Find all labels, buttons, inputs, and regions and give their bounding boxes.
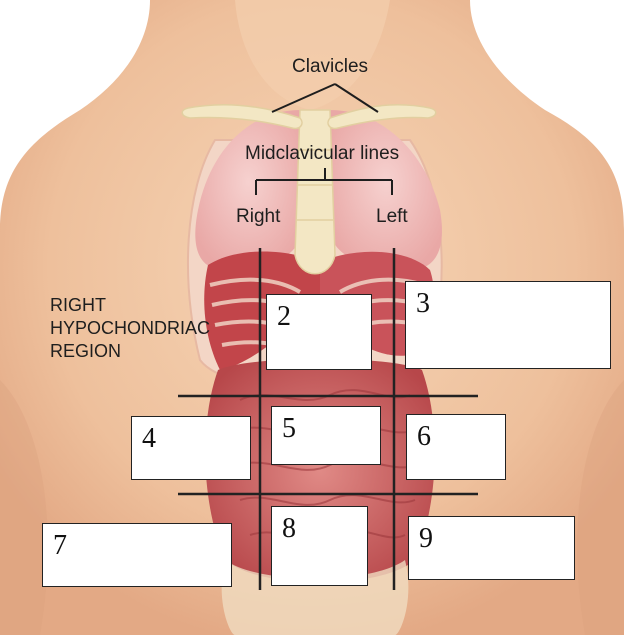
region-label-line1: RIGHT bbox=[50, 294, 210, 317]
answer-box-7-number: 7 bbox=[53, 530, 67, 562]
answer-box-5-number: 5 bbox=[282, 413, 296, 445]
clavicles-label: Clavicles bbox=[292, 56, 368, 78]
right-label: Right bbox=[236, 206, 280, 228]
answer-box-7[interactable]: 7 bbox=[42, 523, 232, 587]
answer-box-4-number: 4 bbox=[142, 423, 156, 455]
midclavicular-lines-label: Midclavicular lines bbox=[245, 143, 399, 165]
answer-box-6[interactable]: 6 bbox=[406, 414, 506, 480]
answer-box-5[interactable]: 5 bbox=[271, 406, 381, 465]
answer-box-3[interactable]: 3 bbox=[405, 281, 611, 369]
answer-box-6-number: 6 bbox=[417, 421, 431, 453]
answer-box-2-number: 2 bbox=[277, 301, 291, 333]
region-label-line3: REGION bbox=[50, 340, 210, 363]
answer-box-3-number: 3 bbox=[416, 288, 430, 320]
answer-box-2[interactable]: 2 bbox=[266, 294, 372, 370]
answer-box-9-number: 9 bbox=[419, 523, 433, 555]
answer-box-8-number: 8 bbox=[282, 513, 296, 545]
region-label-line2: HYPOCHONDRIAC bbox=[50, 317, 210, 340]
sternum bbox=[295, 110, 335, 274]
answer-box-9[interactable]: 9 bbox=[408, 516, 575, 580]
left-label: Left bbox=[376, 206, 408, 228]
answer-box-8[interactable]: 8 bbox=[271, 506, 368, 586]
right-hypochondriac-region-label: RIGHT HYPOCHONDRIAC REGION bbox=[50, 294, 210, 363]
answer-box-4[interactable]: 4 bbox=[131, 416, 251, 480]
